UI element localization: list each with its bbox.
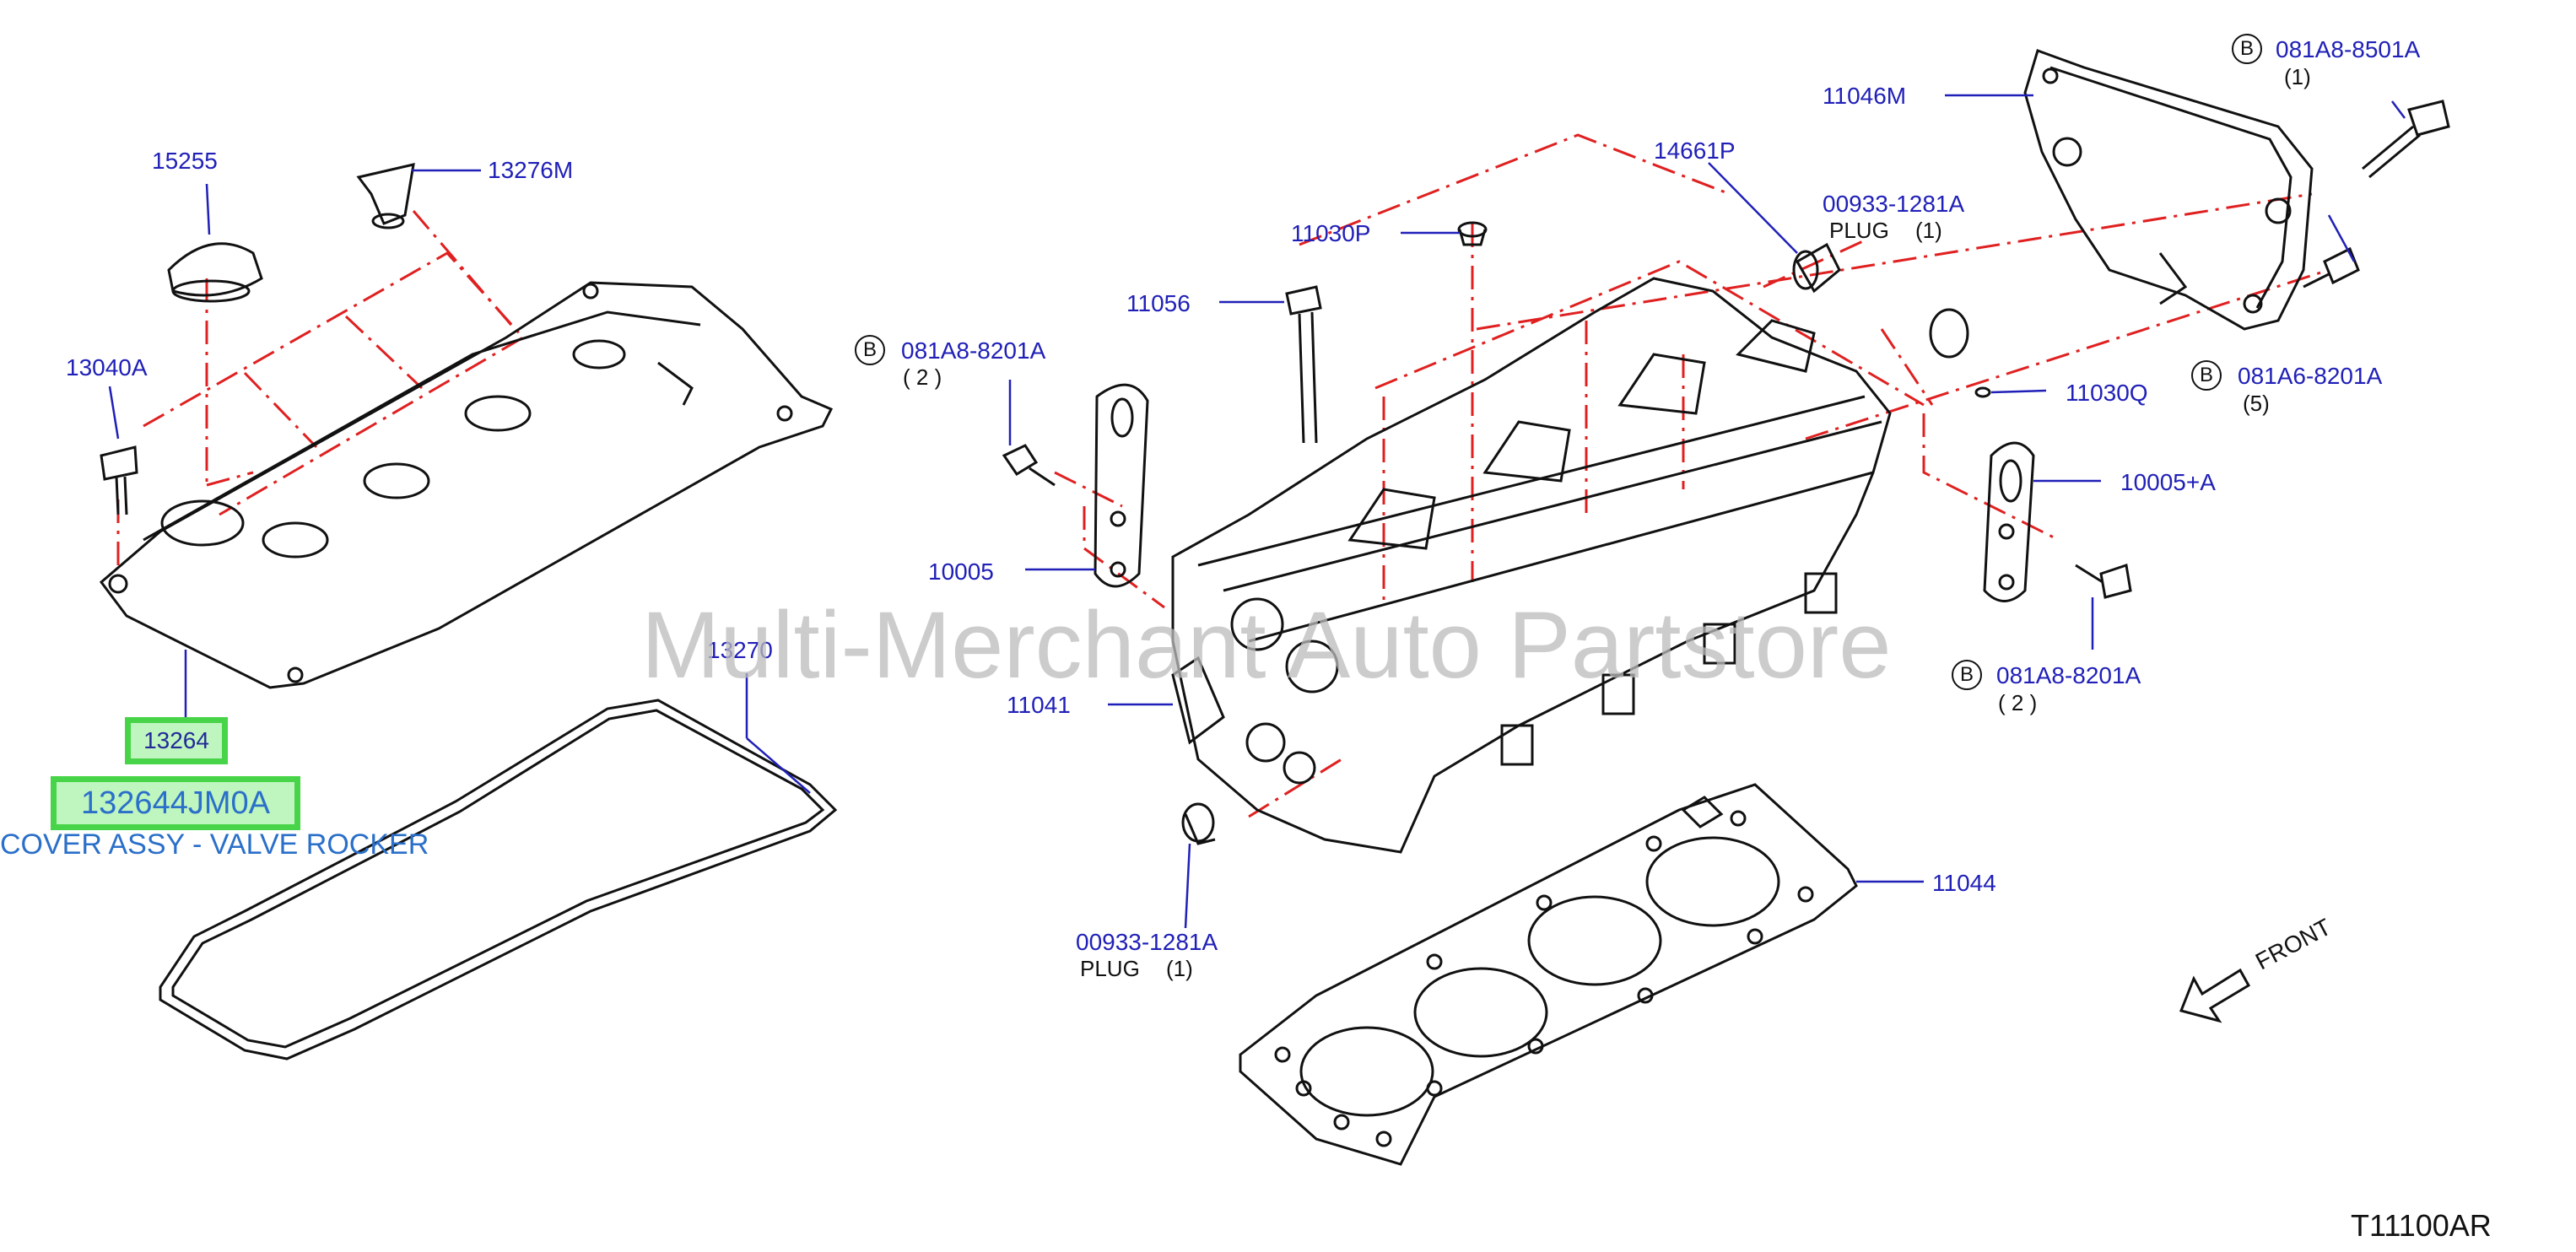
badge-b-081a6: B xyxy=(2191,360,2222,391)
front-arrow xyxy=(2179,968,2251,1023)
badge-b-right: B xyxy=(1952,660,1982,690)
label-13040a[interactable]: 13040A xyxy=(66,354,148,380)
label-081a6[interactable]: 081A6-8201A xyxy=(2238,363,2383,389)
plug-top-qty: (1) xyxy=(1915,218,1942,243)
grommet-13276m xyxy=(356,163,415,229)
qty-081a6: (5) xyxy=(2243,391,2270,416)
oil-cap xyxy=(167,242,263,303)
valve-rocker-cover xyxy=(99,281,834,689)
label-081a8-right[interactable]: 081A8-8201A xyxy=(1996,662,2141,688)
label-11044[interactable]: 11044 xyxy=(1932,870,1996,896)
badge-b-left: B xyxy=(855,335,885,365)
label-081a8-left[interactable]: 081A8-8201A xyxy=(901,337,1046,364)
watermark: Multi-Merchant Auto Partstore xyxy=(641,592,1892,698)
label-00933-bot[interactable]: 00933-1281A xyxy=(1076,929,1218,955)
plug-top-label: PLUG xyxy=(1829,218,1889,243)
label-081a8-8501[interactable]: 081A8-8501A xyxy=(2276,36,2421,62)
plug-bot-label: PLUG xyxy=(1080,956,1140,981)
badge-b-8501: B xyxy=(2232,34,2262,64)
label-14661p[interactable]: 14661P xyxy=(1654,138,1736,164)
qty-081a8-right: ( 2 ) xyxy=(1998,690,2038,715)
label-11056[interactable]: 11056 xyxy=(1126,290,1191,316)
part-description: COVER ASSY - VALVE ROCKER xyxy=(0,828,429,861)
leader-lines xyxy=(108,94,2406,929)
bolts xyxy=(1002,100,2450,599)
plugs xyxy=(1181,242,1991,845)
qty-081a8-left: ( 2 ) xyxy=(903,364,942,390)
qty-081a8-8501: (1) xyxy=(2284,64,2311,89)
bracket-10005 xyxy=(1094,383,1149,588)
head-gasket xyxy=(1239,783,1858,1166)
label-00933-top[interactable]: 00933-1281A xyxy=(1823,191,1965,217)
label-10005[interactable]: 10005 xyxy=(928,559,994,585)
bracket-10005a xyxy=(1983,441,2035,602)
timing-cover xyxy=(2023,49,2314,331)
label-11041[interactable]: 11041 xyxy=(1007,692,1071,718)
plug-bot-qty: (1) xyxy=(1166,956,1193,981)
cylinder-head xyxy=(1171,277,1892,854)
highlight-13264[interactable]: 13264 xyxy=(125,717,228,764)
bolt-13040a xyxy=(100,445,138,515)
diagram-reference: T11100AR xyxy=(2351,1208,2492,1243)
label-11046m[interactable]: 11046M xyxy=(1823,83,1907,109)
highlight-part-number[interactable]: 132644JM0A xyxy=(51,776,300,830)
label-10005a[interactable]: 10005+A xyxy=(2120,469,2216,495)
label-15255[interactable]: 15255 xyxy=(152,148,218,174)
label-13276m[interactable]: 13276M xyxy=(488,157,574,183)
centerlines xyxy=(116,133,2330,818)
label-11030q[interactable]: 11030Q xyxy=(2066,380,2148,406)
label-13270[interactable]: 13270 xyxy=(707,637,773,663)
cover-gasket xyxy=(159,699,838,1060)
label-11030p[interactable]: 11030P xyxy=(1291,220,1371,246)
